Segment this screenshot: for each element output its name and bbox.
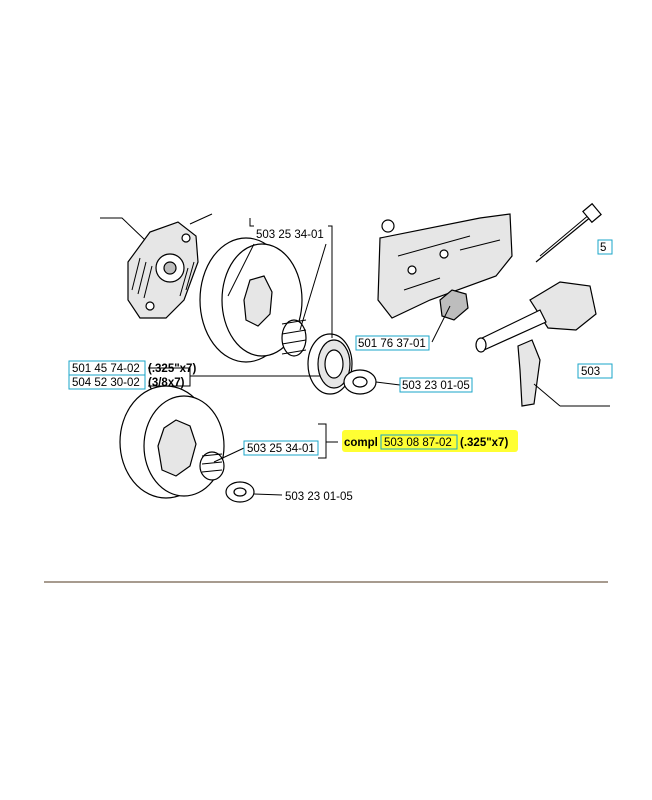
- svg-text:(.325"x7): (.325"x7): [460, 437, 508, 449]
- washer-lower: [225, 481, 255, 503]
- callout-rim-38[interactable]: 504 52 30-02 (3/8x7): [68, 374, 185, 390]
- svg-text:503: 503: [581, 366, 600, 378]
- callout-rim-325[interactable]: 501 45 74-02 (.325"x7): [68, 360, 196, 376]
- svg-text:504 52 30-02: 504 52 30-02: [72, 377, 140, 389]
- svg-text:503 23 01-05: 503 23 01-05: [402, 380, 470, 392]
- svg-text:501 45 74-02: 501 45 74-02: [72, 363, 140, 375]
- sprocket-rim: [307, 333, 353, 395]
- clutch-drum-lower: [119, 385, 225, 499]
- guide-plate: [377, 213, 513, 321]
- clutch-drum-upper: [199, 237, 307, 363]
- oil-pump-parts: [475, 202, 610, 407]
- clutch-assembly: [100, 213, 213, 319]
- svg-text:(3/8x7): (3/8x7): [148, 377, 185, 389]
- leader-lines: [148, 218, 451, 496]
- svg-text:503 23 01-05: 503 23 01-05: [285, 491, 353, 503]
- svg-text:(.325"x7): (.325"x7): [148, 363, 196, 375]
- svg-text:503 25 34-01: 503 25 34-01: [247, 443, 315, 455]
- callout-washer-bottom[interactable]: 503 23 01-05: [285, 491, 353, 503]
- callout-needle-bearing-bottom[interactable]: 503 25 34-01: [243, 440, 319, 456]
- svg-text:503 08 87-02: 503 08 87-02: [384, 437, 452, 449]
- callout-guide-plate[interactable]: 501 76 37-01: [355, 335, 430, 351]
- washer-upper: [343, 369, 377, 395]
- svg-text:5: 5: [600, 242, 606, 254]
- svg-text:compl: compl: [344, 437, 378, 449]
- callout-compl[interactable]: compl 503 08 87-02 (.325"x7): [344, 434, 508, 450]
- callout-needle-bearing-top[interactable]: 503 25 34-01: [256, 229, 324, 241]
- svg-text:503 25 34-01: 503 25 34-01: [256, 229, 324, 241]
- svg-text:501 76 37-01: 501 76 37-01: [358, 338, 426, 350]
- callout-washer-top[interactable]: 503 23 01-05: [399, 377, 473, 393]
- callout-right-edge-top[interactable]: 5: [597, 239, 613, 255]
- callout-right-edge-mid[interactable]: 503: [577, 363, 613, 379]
